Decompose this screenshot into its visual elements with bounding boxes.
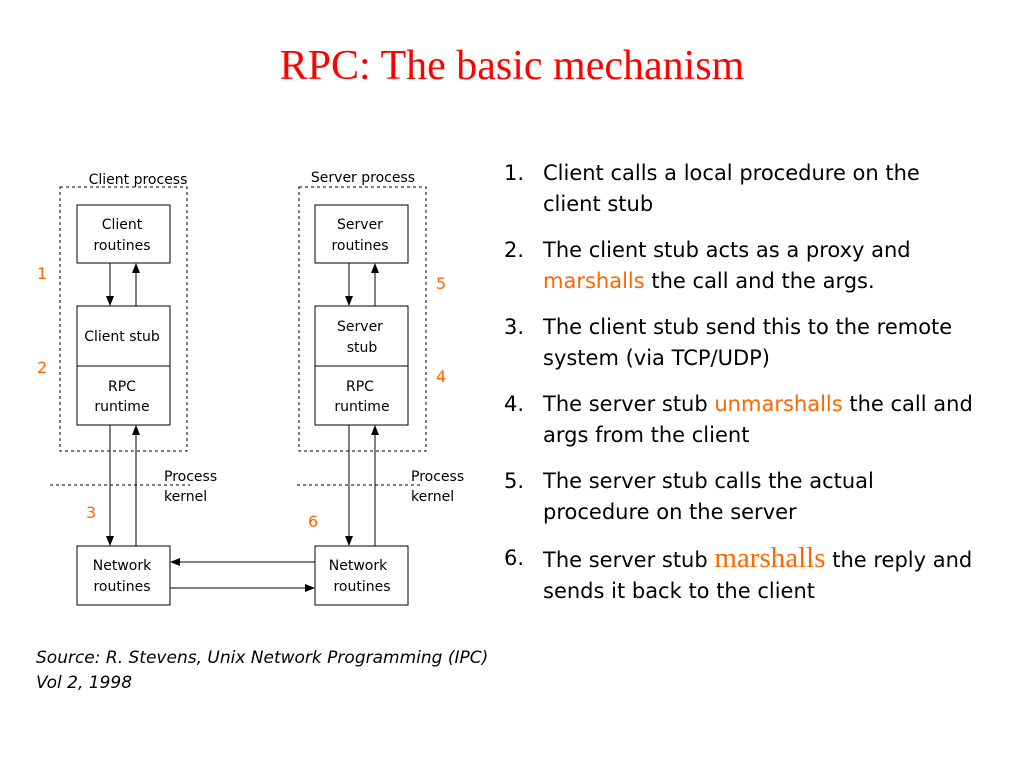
step-number: 6. <box>504 546 525 570</box>
source-line-1: Source: R. Stevens, Unix Network Program… <box>36 648 489 668</box>
step-text: the call and args from the client <box>543 392 973 447</box>
process-label-right: Process <box>411 469 464 485</box>
steps-list: 1. Client calls a local procedure on the … <box>504 158 974 622</box>
step-highlight-term: marshalls <box>543 269 645 293</box>
step-item-6: 6. The server stub marshalls the reply an… <box>504 543 974 607</box>
client-runtime-line2: runtime <box>94 399 149 415</box>
server-stub-line1: Server <box>337 319 383 335</box>
server-stub-line2: stub <box>347 340 378 356</box>
server-routines-line2: routines <box>331 238 388 254</box>
client-process-label: Client process <box>89 172 188 188</box>
step-number: 3. <box>504 315 525 339</box>
step-label-1: 1 <box>37 264 47 283</box>
step-label-4: 4 <box>436 367 446 386</box>
client-stub-label: Client stub <box>84 329 160 345</box>
step-label-2: 2 <box>37 358 47 377</box>
step-label-6: 6 <box>308 512 318 531</box>
server-routines-line1: Server <box>337 217 383 233</box>
step-item-4: 4. The server stub unmarshalls the call a… <box>504 389 974 451</box>
client-routines-box <box>76 204 171 264</box>
server-process-label: Server process <box>311 170 415 186</box>
server-network-line1: Network <box>329 558 388 574</box>
server-network-box <box>314 545 409 606</box>
kernel-label-right: kernel <box>411 489 454 505</box>
server-network-line2: routines <box>333 579 390 595</box>
client-rpc-runtime-box <box>76 365 171 426</box>
step-text: The client stub acts as a proxy and <box>543 238 911 262</box>
step-label-3: 3 <box>86 503 96 522</box>
step-label-5: 5 <box>436 274 446 293</box>
step-item-3: 3. The client stub send this to the remot… <box>504 312 974 374</box>
client-network-line1: Network <box>93 558 152 574</box>
step-number: 1. <box>504 161 525 185</box>
step-item-1: 1. Client calls a local procedure on the … <box>504 158 974 220</box>
step-number: 5. <box>504 469 525 493</box>
client-network-box <box>76 545 171 606</box>
client-stub-box <box>76 305 171 367</box>
client-process-boundary <box>59 186 188 452</box>
step-item-5: 5. The server stub calls the actual proce… <box>504 466 974 528</box>
client-runtime-line1: RPC <box>108 379 136 395</box>
step-text: The server stub calls the actual procedu… <box>543 469 874 524</box>
server-process-boundary <box>298 186 427 452</box>
source-citation: Source: R. Stevens, Unix Network Program… <box>36 646 556 696</box>
step-number: 4. <box>504 392 525 416</box>
server-stub-box <box>314 305 409 367</box>
kernel-label-left: kernel <box>164 489 207 505</box>
step-text: Client calls a local procedure on the cl… <box>543 161 920 216</box>
source-line-2: Vol 2, 1998 <box>36 673 133 693</box>
step-number: 2. <box>504 238 525 262</box>
server-rpc-runtime-box <box>314 365 409 426</box>
client-network-line2: routines <box>93 579 150 595</box>
slide-title: RPC: The basic mechanism <box>279 43 745 89</box>
step-text: The server stub <box>543 392 715 416</box>
client-routines-line2: routines <box>93 238 150 254</box>
step-text: The server stub <box>543 548 715 572</box>
server-routines-box <box>314 204 409 264</box>
step-text: the call and the args. <box>644 269 875 293</box>
step-item-2: 2. The client stub acts as a proxy and ma… <box>504 235 974 297</box>
step-text: The client stub send this to the remote … <box>543 315 953 370</box>
step-highlight-term: unmarshalls <box>714 392 843 416</box>
step-highlight-term: marshalls <box>714 542 826 574</box>
server-runtime-line1: RPC <box>346 379 374 395</box>
step-text: the reply and sends it back to the clien… <box>543 548 973 603</box>
server-runtime-line2: runtime <box>334 399 389 415</box>
process-label-left: Process <box>164 469 217 485</box>
client-routines-line1: Client <box>102 217 143 233</box>
